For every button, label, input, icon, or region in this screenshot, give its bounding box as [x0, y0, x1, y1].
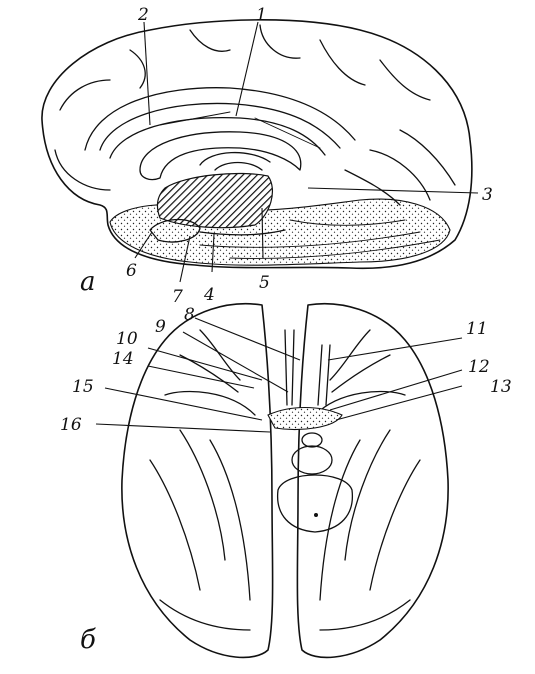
basal-brain-view-icon — [121, 302, 449, 659]
label-4: 4 — [203, 285, 215, 305]
label-1: 1 — [256, 5, 267, 25]
label-9: 9 — [155, 317, 166, 337]
label-12: 12 — [468, 357, 490, 377]
label-6: 6 — [126, 261, 137, 281]
label-7: 7 — [172, 287, 183, 307]
panel-letter-b: б — [80, 625, 96, 655]
medial-brain-section-icon — [41, 19, 473, 270]
label-3: 3 — [482, 185, 493, 205]
label-8: 8 — [184, 305, 195, 325]
label-13: 13 — [490, 377, 512, 397]
label-5: 5 — [259, 273, 270, 293]
label-11: 11 — [466, 319, 488, 339]
label-15: 15 — [72, 377, 94, 397]
label-14: 14 — [112, 349, 134, 369]
label-10: 10 — [116, 329, 138, 349]
label-16: 16 — [60, 415, 82, 435]
panel-letter-a: а — [80, 267, 96, 297]
leader-lines-b — [95, 317, 463, 433]
leader-lines-a — [134, 21, 479, 283]
label-2: 2 — [137, 5, 149, 25]
